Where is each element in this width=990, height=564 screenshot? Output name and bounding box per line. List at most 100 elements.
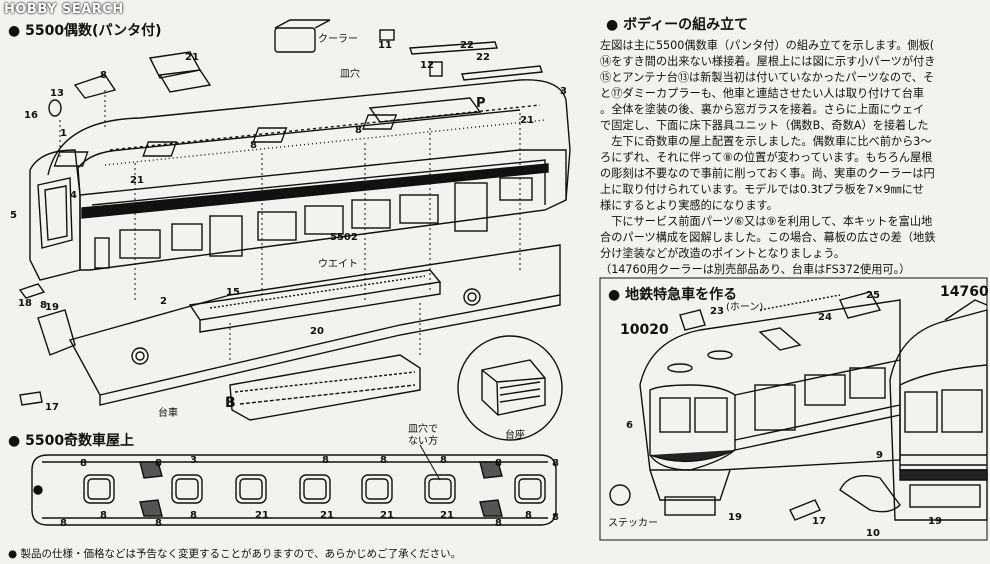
text-line: 分け塗装などが改造のポイントとなりましょう。 [600,247,846,260]
part-number: 21 [320,510,334,521]
part-number: 6 [626,420,633,431]
part-number: 5 [10,210,17,221]
part-number: 8 [322,455,329,466]
text-line: で固定し、下面に床下器具ユニット（偶数B、奇数A）を接着した [600,119,929,132]
label-horn: (ホーン) [726,302,764,313]
car-body-front [29,149,81,281]
part-number: 8 [155,518,162,529]
part-number: 13 [50,88,64,99]
floor-plate [68,244,561,396]
body-assembly-text: 左図は主に5500偶数車（パンタ付）の組み立てを示します。側板( ⑭をすき間の出… [600,38,990,278]
part-number: 22 [460,40,474,51]
heading-body-assembly-text: ボディーの組み立て [623,17,749,33]
car-14760 [889,309,988,521]
part-number: 8 [495,458,502,469]
text-line: 上に取り付けられています。モデルでは0.3tプラ板を7×9㎜にせ [600,183,925,196]
part-number: 8 [440,455,447,466]
part-number: 8 [525,510,532,521]
part-number: 25 [866,290,880,301]
watermark: HOBBY SEARCH [4,2,124,17]
part-number: 21 [520,115,534,126]
part-number: 19 [728,512,742,523]
part-number: 8 [100,70,107,81]
part-number: 3 [560,86,567,97]
part-number: 21 [440,510,454,521]
car-number: 5502 [330,232,358,243]
part-number: 9 [876,450,883,461]
part-number: 22 [476,52,490,63]
chitetsu-box [599,277,988,541]
odd-roof-plan [31,454,557,526]
heading-odd-car-text: 5500奇数車屋上 [25,433,135,449]
text-line: ⑮とアンテナ台⑬は新製当初は付いていなかったパーツなので、そ [600,71,935,84]
heading-body-assembly: ● ボディーの組み立て [606,17,749,33]
base-inset-circle [457,335,563,441]
part-number: 20 [310,326,324,337]
part-number: 4 [70,190,77,201]
label-bogie: 台車 [158,408,178,419]
part-number: 8 [552,512,559,523]
heading-odd-car: ● 5500奇数車屋上 [8,433,135,449]
label-cooler: クーラー [318,34,358,45]
part-number: 23 [710,306,724,317]
part-number: 15 [226,287,240,298]
part-number: 19 [45,302,59,313]
footer-note: ● 製品の仕様・価格などは予告なく変更することがありますので、あらかじめご了承く… [8,548,462,560]
text-line: 左下に奇数車の屋上配置を示しました。偶数車に比べ前から3〜 [600,135,932,148]
text-line: ろにずれ、それに伴って⑧の位置が変わっています。もちろん屋根 [600,151,933,164]
text-line: （14760用クーラーは別売部品あり、台車はFS372使用可。） [600,263,911,276]
part-number: B [225,395,236,411]
text-line: 様にするとより実感的になります。 [600,199,778,212]
part-number: 2 [160,296,167,307]
part-number: 8 [155,458,162,469]
part-number: 21 [255,510,269,521]
part-number: 1 [60,128,67,139]
text-line: ⑭をすき間の出来ない様接着。屋根上には図に示す小パーツが付き [600,55,936,68]
text-line: 。全体を塗装の後、裏から窓ガラスを接着。さらに上面にウェイ [600,103,925,116]
part-number: 8 [250,140,257,151]
text-line: の彫刻は不要なので事前に削っておく事。尚、実車のクーラーは円 [600,167,935,180]
part-number: 8 [80,458,87,469]
heading-chitetsu: ● 地鉄特急車を作る [608,287,738,303]
label-model-10020: 10020 [620,322,669,338]
part-number: 17 [45,402,59,413]
label-not-plate-hole: 皿穴で ない方 [408,424,438,447]
car-10020 [639,299,901,471]
part-number: 12 [420,60,434,71]
part-number: 8 [100,510,107,521]
part-number: 16 [24,110,38,121]
label-sticker: ステッカー [608,518,658,529]
part-number: P [476,96,486,111]
part-number: 21 [380,510,394,521]
part-number: 21 [185,52,199,63]
part-number: 17 [812,516,826,527]
heading-chitetsu-text: 地鉄特急車を作る [625,287,738,303]
text-line: 左図は主に5500偶数車（パンタ付）の組み立てを示します。側板( [600,39,935,52]
underfloor-unit [229,354,421,421]
text-line: と⑰ダミーカプラーも、他車と連結させたい人は取り付けて台車 [600,87,925,100]
part-number: 10 [866,528,880,539]
heading-even-car-text: 5500偶数(パンタ付) [25,23,162,39]
label-weight: ウエイト [318,259,358,270]
part-number: 8 [40,300,47,311]
label-base: 台座 [505,430,525,441]
part-number: 8 [380,455,387,466]
part-number: 8 [495,518,502,529]
part-number: 8 [552,458,559,469]
car-body-side [79,149,567,271]
part-number: 21 [130,175,144,186]
window [119,229,161,259]
part-number: 19 [928,516,942,527]
part-number: 11 [378,40,392,51]
part-number: 8 [60,518,67,529]
text-line: 下にサービス前面パーツ⑥又は⑨を利用して、本キットを富山地 [600,215,933,228]
label-plate-hole: 皿穴 [340,69,360,80]
label-model-14760: 14760 [940,284,989,300]
car-body-roof-outline [47,79,571,201]
part-number: 18 [18,298,32,309]
part-number: 8 [355,125,362,136]
part-number: 3 [190,455,197,466]
part-number: 8 [190,510,197,521]
text-line: 合のパーツ構成を図解しました。この場合、幕板の広さの差（地鉄 [600,231,936,244]
